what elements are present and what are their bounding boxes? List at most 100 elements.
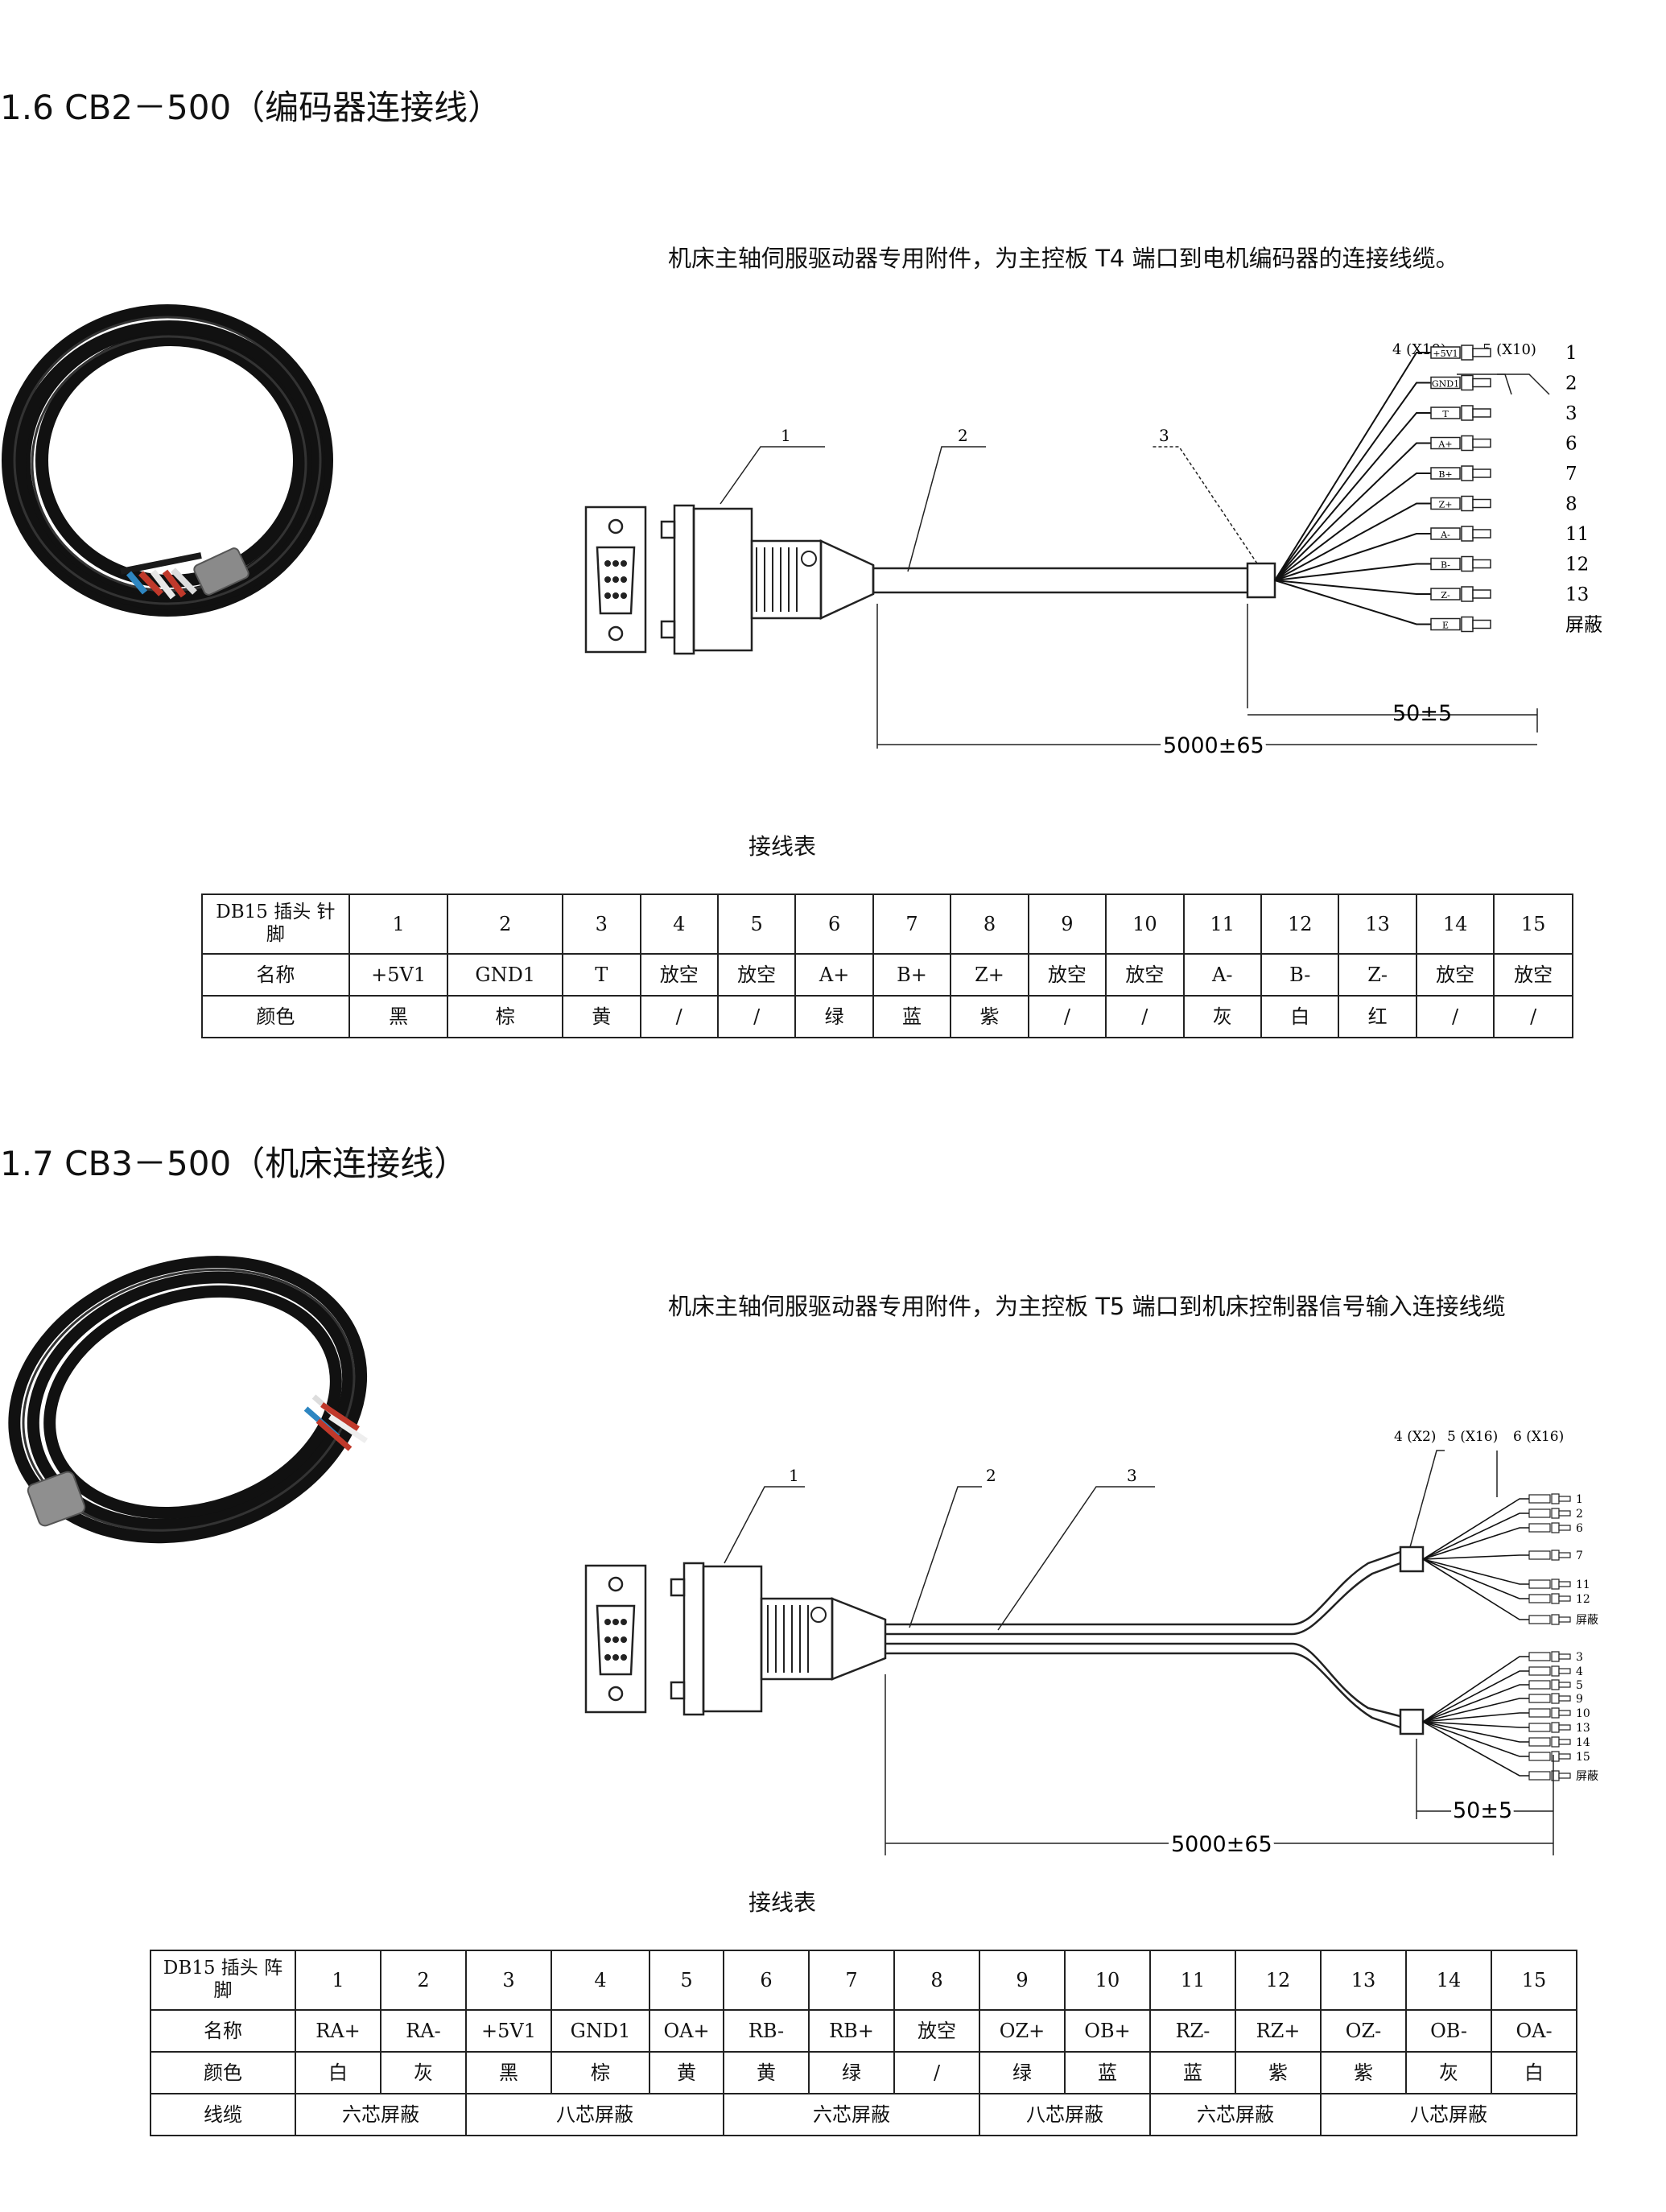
cable-group-cell: 八芯屏蔽	[465, 2093, 724, 2136]
callout-1: 1	[789, 1466, 799, 1485]
table-cell: 紫	[1235, 2051, 1322, 2094]
table-cell: RA-	[380, 2009, 467, 2053]
pin-number-cell: 6	[794, 893, 874, 955]
table-cell: 放空	[716, 953, 797, 997]
section2-title: 1.7 CB3－500（机床连接线）	[0, 1144, 468, 1183]
pin-number-cell: 2	[447, 893, 564, 955]
section2-table-caption: 接线表	[748, 1889, 817, 1916]
table-cell: 放空	[639, 953, 719, 997]
table-cell: 灰	[380, 2051, 467, 2094]
table-header-cell: DB15 插头 针脚	[201, 893, 350, 955]
cable-photo-cb2	[2, 304, 333, 617]
wire-number: 屏蔽	[1565, 615, 1602, 636]
wire-terminal: A+6	[1430, 434, 1577, 455]
pin-number-cell: 8	[950, 893, 1029, 955]
callout-3: 3	[1159, 426, 1169, 445]
dim-lead: 50±5	[1392, 701, 1452, 726]
table-cell: /	[716, 995, 797, 1038]
pin-number-cell: 12	[1235, 1950, 1322, 2011]
wire-number: 7	[1565, 464, 1577, 485]
wire-label: B+	[1438, 469, 1452, 480]
table-cell: 蓝	[872, 995, 952, 1038]
wire-number: 11	[1565, 524, 1589, 545]
part-label-5: 5 (X16)	[1447, 1429, 1498, 1445]
wire-terminal: 14	[1528, 1736, 1590, 1749]
wire-terminal: 屏蔽	[1528, 1770, 1598, 1783]
table-cell: 紫	[950, 995, 1029, 1038]
wire-label: B-	[1441, 560, 1450, 571]
wire-number: 12	[1576, 1593, 1590, 1606]
wire-terminal: Z+8	[1430, 494, 1577, 515]
wire-terminal: B- 12	[1430, 555, 1589, 576]
pin-number-cell: 1	[348, 893, 449, 955]
wire-number: 4	[1576, 1665, 1583, 1678]
table-cell: 绿	[808, 2051, 895, 2094]
table-cell: /	[1105, 995, 1185, 1038]
wire-terminal: 7	[1528, 1550, 1583, 1562]
section1-description: 机床主轴伺服驱动器专用附件，为主控板 T4 端口到电机编码器的连接线缆。	[668, 245, 1459, 272]
pin-number-cell: 4	[639, 893, 719, 955]
table-cell: OA+	[649, 2009, 724, 2053]
pin-number-cell: 12	[1260, 893, 1340, 955]
table-cell: 蓝	[1064, 2051, 1151, 2094]
wire-terminal: A-11	[1430, 524, 1589, 545]
wire-number: 7	[1576, 1550, 1583, 1562]
pin-number-cell: 11	[1149, 1950, 1236, 2011]
row-label-cell: 颜色	[201, 995, 350, 1038]
table-cell: RB+	[808, 2009, 895, 2053]
table-cell: +5V1	[465, 2009, 552, 2053]
wire-number: 6	[1576, 1522, 1583, 1535]
wire-terminal: 13	[1528, 1722, 1590, 1735]
pin-number-cell: 15	[1493, 893, 1573, 955]
cable-group-cell: 八芯屏蔽	[979, 2093, 1151, 2136]
wire-number: 3	[1576, 1651, 1583, 1664]
dim-total: 5000±65	[1163, 733, 1264, 758]
row-label-cell: 名称	[150, 2009, 296, 2053]
wire-number: 11	[1576, 1579, 1590, 1591]
table-cell: 放空	[893, 2009, 980, 2053]
table-cell: OB+	[1064, 2009, 1151, 2053]
wire-number: 12	[1565, 555, 1589, 576]
wire-terminal: 11	[1528, 1579, 1590, 1591]
pin-number-cell: 13	[1338, 893, 1417, 955]
cable-group-cell: 八芯屏蔽	[1320, 2093, 1577, 2136]
table-cell: RA+	[295, 2009, 381, 2053]
table-cell: 放空	[1105, 953, 1185, 997]
table-cell: 放空	[1027, 953, 1107, 997]
wire-label: GND1	[1432, 379, 1459, 390]
table-cell: 蓝	[1149, 2051, 1236, 2094]
wire-label: T	[1442, 409, 1449, 419]
wire-terminal: 屏蔽	[1528, 1614, 1598, 1627]
wire-terminal: 15	[1528, 1751, 1590, 1764]
section1-table-caption: 接线表	[748, 833, 817, 860]
dim-total: 5000±65	[1171, 1832, 1272, 1857]
callout-3: 3	[1127, 1466, 1137, 1485]
wire-label: E	[1442, 621, 1449, 631]
table-cell: /	[1415, 995, 1495, 1038]
pin-number-cell: 3	[465, 1950, 552, 2011]
wire-terminal: 9	[1528, 1693, 1583, 1706]
table-cell: RZ-	[1149, 2009, 1236, 2053]
table-cell: 白	[1260, 995, 1340, 1038]
wire-terminal: B+ 7	[1430, 464, 1577, 485]
table-cell: 放空	[1415, 953, 1495, 997]
table-cell: 紫	[1320, 2051, 1407, 2094]
table-cell: T	[562, 953, 641, 997]
wire-number: 8	[1565, 494, 1577, 515]
part-label-5: 5 (X10)	[1482, 341, 1536, 358]
table-cell: OB-	[1405, 2009, 1492, 2053]
pin-number-cell: 4	[551, 1950, 650, 2011]
table-cell: 棕	[551, 2051, 650, 2094]
pin-number-cell: 2	[380, 1950, 467, 2011]
table-cell: OA-	[1491, 2009, 1577, 2053]
pin-number-cell: 6	[723, 1950, 810, 2011]
table-cell: 黑	[348, 995, 449, 1038]
pin-number-cell: 9	[979, 1950, 1066, 2011]
table-cell: /	[639, 995, 719, 1038]
table-cell: Z-	[1338, 953, 1417, 997]
table-cell: 黄	[562, 995, 641, 1038]
